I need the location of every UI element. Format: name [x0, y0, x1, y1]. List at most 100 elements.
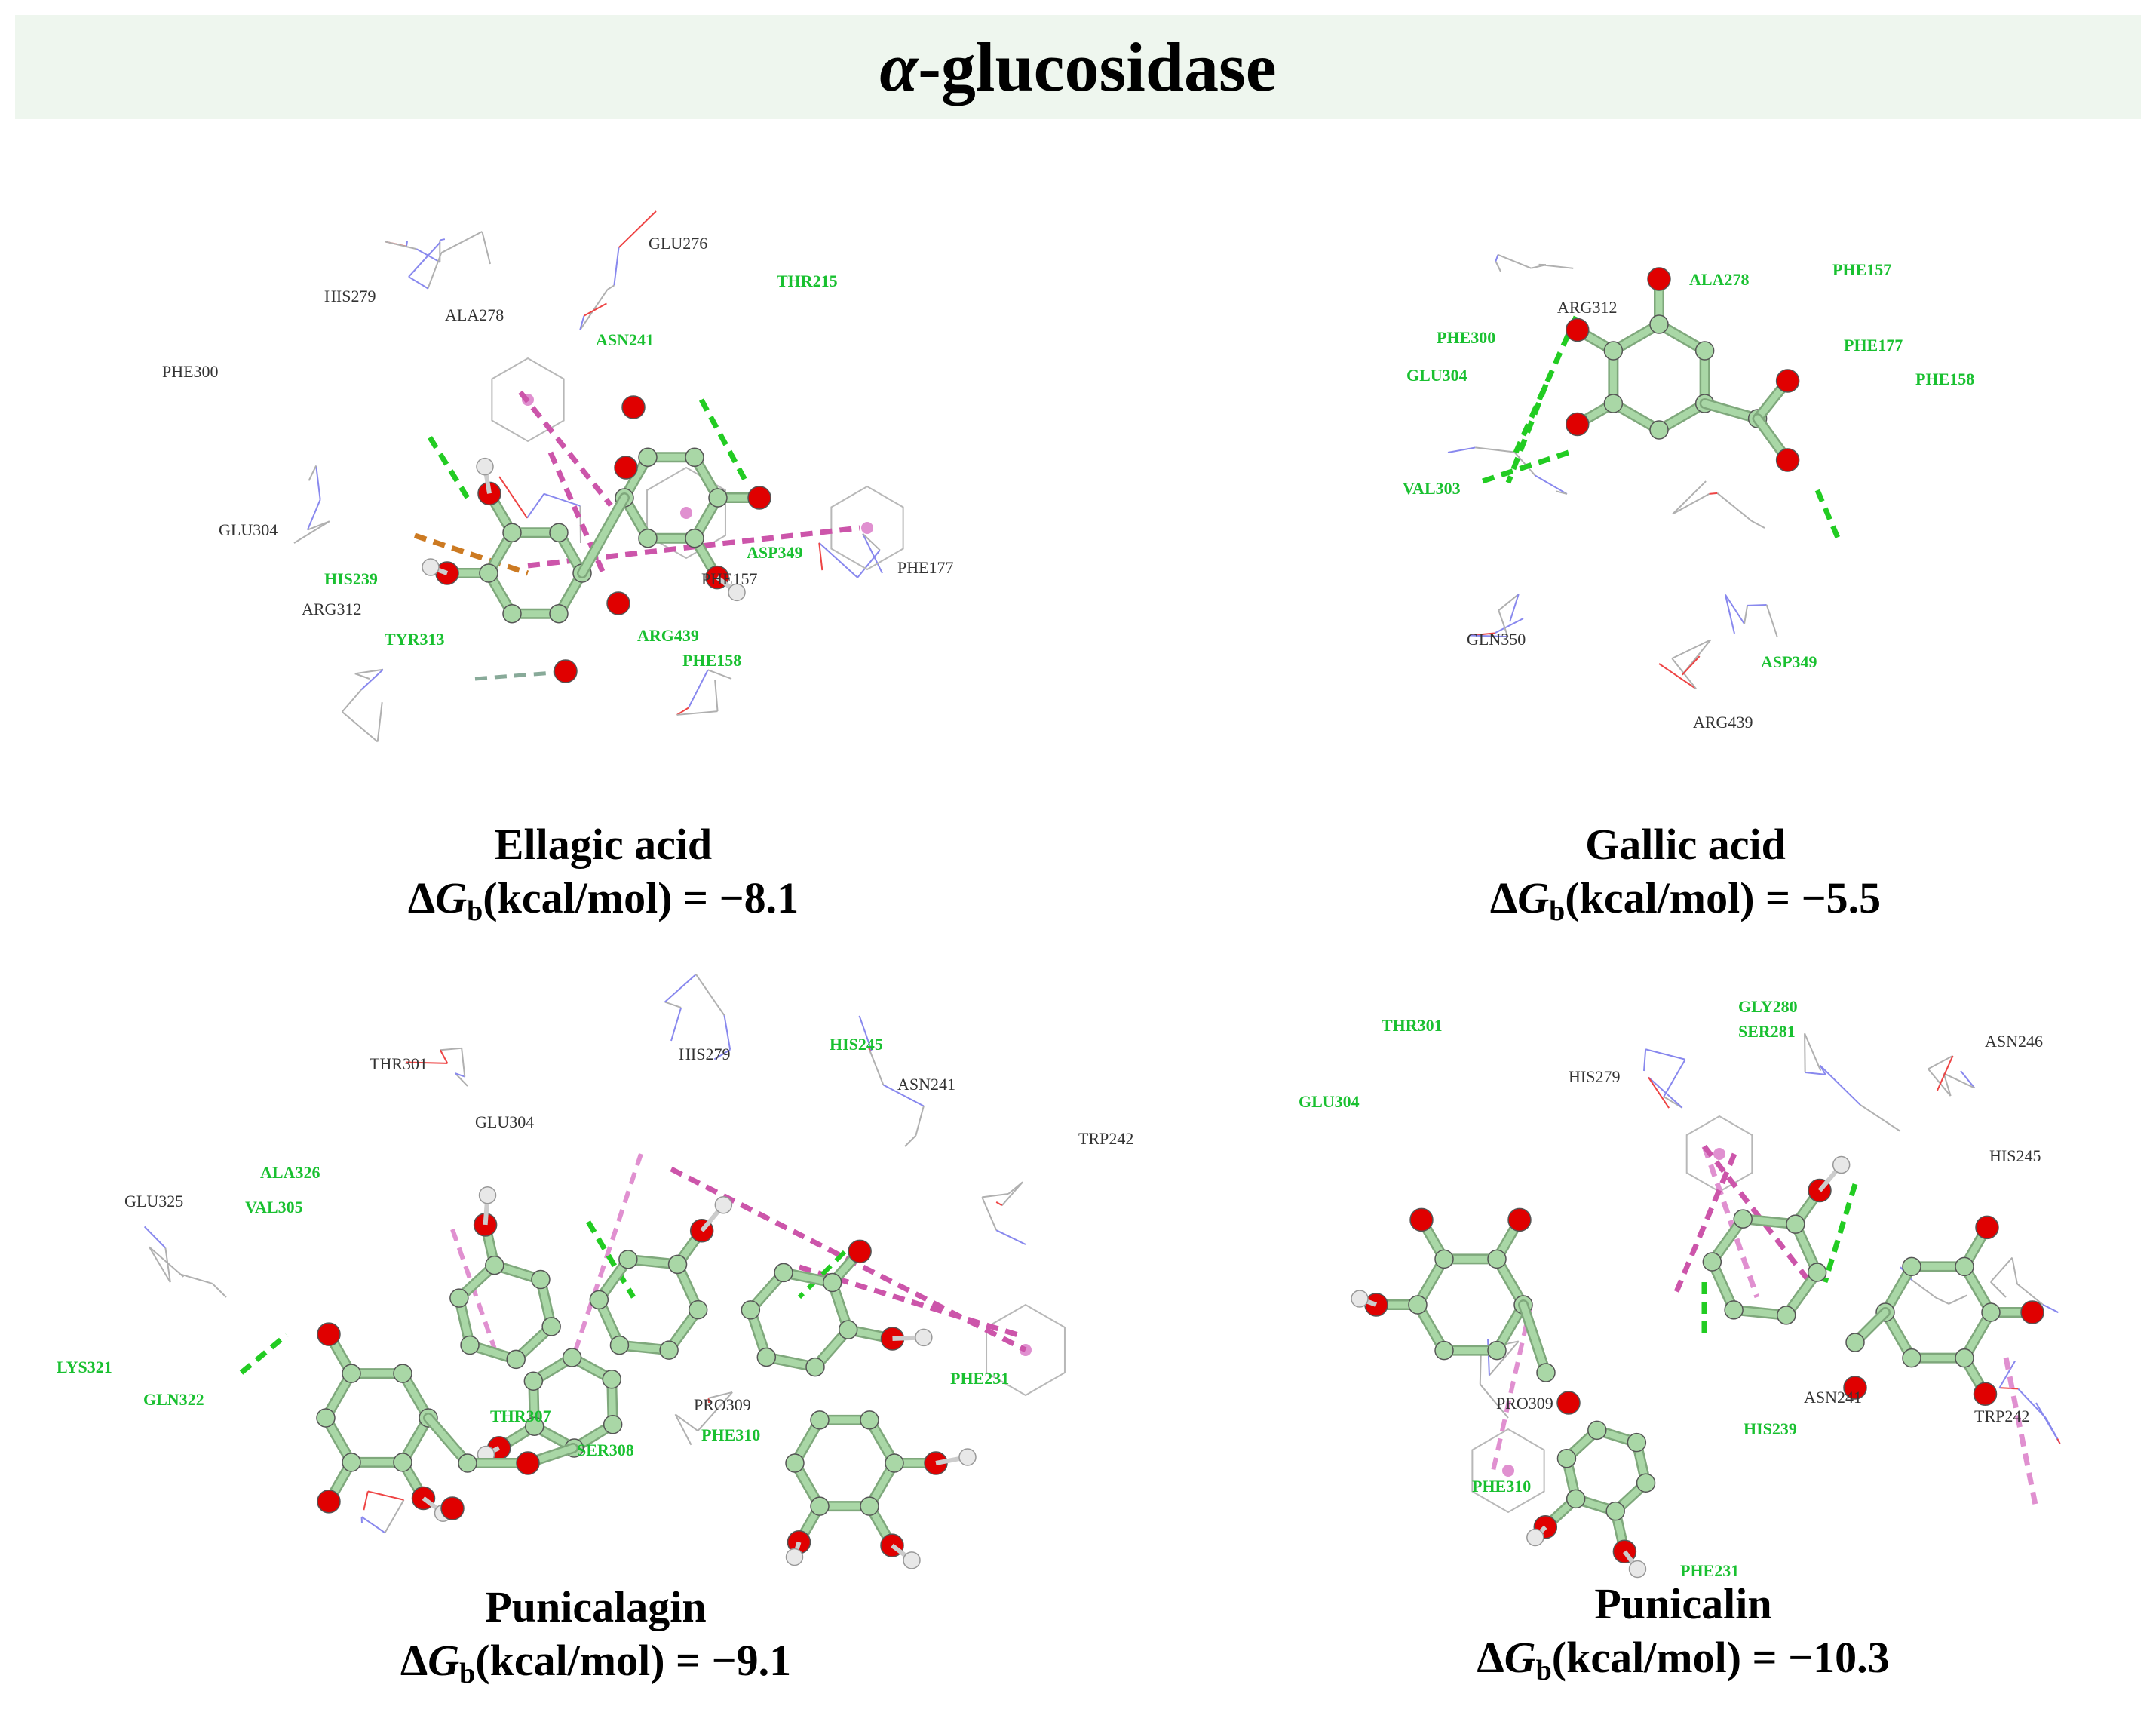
residue-bond [1990, 1281, 2007, 1298]
caption-ellagic-acid: Ellagic acid ΔGb(kcal/mol) = −8.1 [302, 818, 905, 938]
residue-bond [904, 1135, 917, 1147]
residue-bond [1928, 1068, 1952, 1097]
residue-bond [315, 465, 321, 500]
residue-bond [1805, 1072, 1826, 1075]
residue-sticks [664, 974, 731, 1060]
residue-sticks [858, 1015, 925, 1147]
carbon-atom [885, 1453, 904, 1473]
hydrogen-bond [585, 1220, 636, 1299]
residue-bond [818, 542, 823, 571]
residue-bond [149, 1246, 171, 1283]
carbon-atom [531, 1269, 551, 1290]
carbon-atom [860, 1496, 879, 1516]
compound-name: Punicalin [1594, 1579, 1772, 1628]
residue-sticks [1804, 1032, 1901, 1132]
residue-bond [1716, 492, 1753, 522]
residue-bond [1475, 446, 1515, 453]
residue-bond [2016, 1283, 2044, 1306]
hydrogen-atom [903, 1551, 921, 1569]
residue-bond [1495, 261, 1501, 272]
docking-pose: THR301GLY280SER281GLU304HIS239PHE310PHE2… [1299, 997, 2061, 1580]
carbon-atom [1636, 1473, 1656, 1493]
residue-bond [1535, 474, 1568, 495]
residue-bond [1860, 1104, 1901, 1132]
residue-label: VAL303 [1403, 479, 1461, 498]
residue-bond [481, 231, 491, 265]
carbon-atom [316, 1408, 336, 1428]
residue-label: PHE158 [682, 651, 741, 670]
residue-bond [354, 668, 384, 675]
residue-label: ALA326 [260, 1163, 320, 1182]
hydrogen-atom [422, 558, 440, 576]
residue-bond [579, 505, 581, 544]
residue-bond [363, 1491, 369, 1511]
binding-energy: ΔGb(kcal/mol) = −5.5 [1489, 873, 1882, 927]
residue-label: HIS239 [1744, 1419, 1797, 1438]
hydrogen-bond [1822, 1183, 1858, 1284]
residue-bond [697, 1391, 733, 1431]
residue-bond [1487, 1339, 1490, 1376]
carbon-atom [822, 1272, 842, 1293]
hydrogen-atom [1832, 1155, 1851, 1174]
residue-bond [2042, 1303, 2059, 1314]
residue-ring [830, 485, 904, 571]
residue-bond [440, 238, 446, 241]
residue-bond [1998, 1361, 2016, 1388]
hydrogen-atom [728, 583, 746, 602]
hydrogen-atom [915, 1328, 933, 1347]
residue-bond [439, 1049, 449, 1064]
residue-bond [1960, 1070, 1976, 1089]
residue-sticks [676, 669, 732, 716]
carbon-atom [603, 1415, 623, 1434]
residue-bond [613, 247, 620, 286]
oxygen-atom [1975, 1215, 1999, 1240]
residue-bond [361, 1516, 385, 1534]
residue-bond [2044, 1417, 2059, 1440]
ring-centroid [1713, 1148, 1725, 1160]
residue-bond [981, 1197, 998, 1231]
residue-sticks [1989, 1256, 2059, 1314]
carbon-atom [1733, 1209, 1753, 1229]
residue-label: GLN322 [143, 1390, 204, 1409]
residue-bond [995, 1229, 1026, 1245]
hydrogen-atom [478, 1186, 497, 1204]
residue-ring [491, 357, 565, 443]
residue-bond [342, 711, 379, 743]
carbon-atom [1649, 420, 1669, 440]
hydrogen-atom [476, 457, 494, 476]
hydrogen-bond [239, 1333, 289, 1375]
carbon-atom [659, 1340, 679, 1360]
residue-label: HIS279 [324, 287, 376, 305]
compound-name: Gallic acid [1585, 820, 1786, 869]
carbon-atom [741, 1300, 761, 1320]
residue-label: THR307 [490, 1407, 551, 1425]
residue-label: ASN241 [897, 1075, 955, 1094]
carbon-atom [1434, 1340, 1454, 1361]
residue-bond [915, 1106, 925, 1137]
carbon-atom [638, 528, 658, 548]
residue-bond [2056, 1438, 2061, 1444]
residue-bond [1935, 1296, 1949, 1305]
residue-sticks [1469, 594, 1524, 638]
residue-bond [385, 241, 417, 250]
residue-bond [211, 1283, 227, 1298]
residue-label: ALA278 [1689, 270, 1749, 289]
residue-sticks [674, 1391, 733, 1446]
carbon-atom [342, 1453, 361, 1472]
carbon-atom [1786, 1214, 1805, 1234]
oxygen-atom [317, 1322, 341, 1346]
residue-bond [1495, 254, 1499, 262]
carbon-atom [485, 1255, 504, 1275]
carbon-atom [1408, 1295, 1428, 1315]
caption-punicalin: Punicalin ΔGb(kcal/mol) = −10.3 [1382, 1578, 1985, 1698]
residue-bond [676, 710, 718, 716]
residue-bond [818, 542, 858, 578]
residue-bond [1819, 1064, 1861, 1106]
carbon-atom [1587, 1420, 1607, 1441]
residue-bond [293, 520, 330, 544]
carbon-atom [1536, 1363, 1556, 1382]
residue-bond [579, 315, 585, 330]
residue-label: GLU276 [649, 234, 707, 253]
pi-alkyl [571, 1153, 643, 1358]
carbon-atom [1702, 1252, 1722, 1272]
